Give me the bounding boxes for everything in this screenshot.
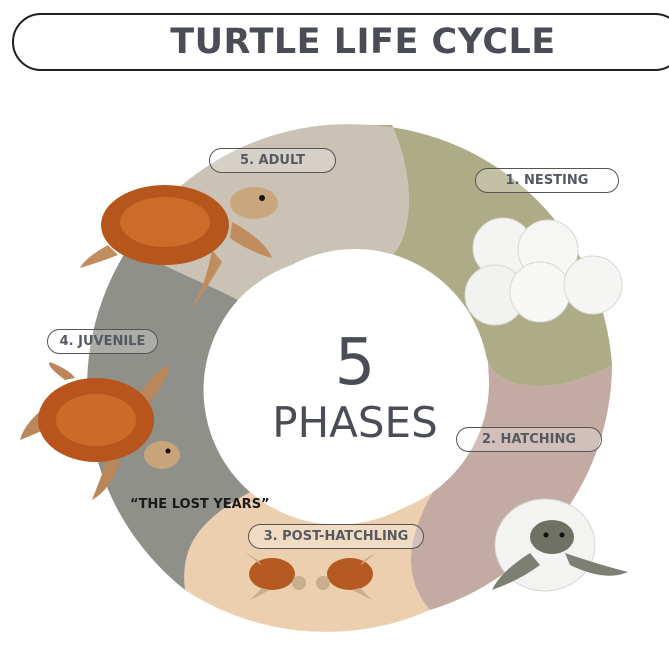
- phase-label-post-hatchling: 3. POST-HATCHLING: [248, 524, 424, 549]
- phase-label-adult: 5. ADULT: [209, 148, 336, 173]
- turtle-eggs-icon: [465, 218, 622, 325]
- lost-years-note: “THE LOST YEARS”: [130, 497, 270, 512]
- center-word: PHASES: [245, 398, 465, 448]
- center-number: 5: [260, 328, 450, 398]
- phase-label-nesting: 1. NESTING: [475, 168, 619, 193]
- phase-label-juvenile: 4. JUVENILE: [47, 329, 158, 354]
- phase-label-hatching: 2. HATCHING: [456, 427, 602, 452]
- hatchling-in-egg-icon: [492, 499, 628, 591]
